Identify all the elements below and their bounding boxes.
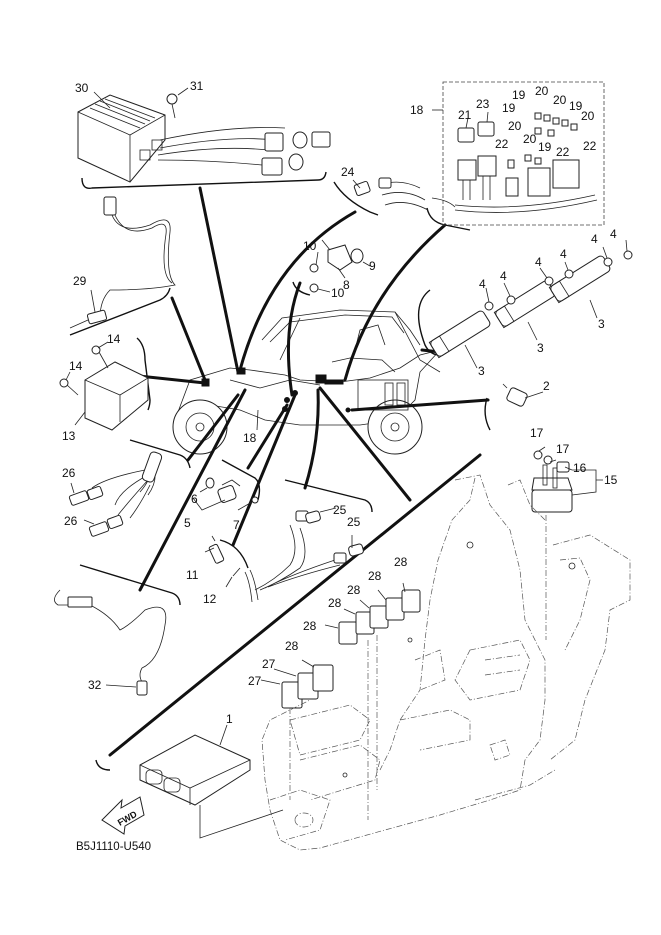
- callout-16: 16: [573, 461, 587, 475]
- callout-28: 28: [285, 639, 299, 653]
- part-12-gasket: [232, 567, 241, 577]
- callout-14: 14: [107, 332, 121, 346]
- callout-20: 20: [523, 132, 537, 146]
- callout-24: 24: [341, 165, 355, 179]
- callout-4: 4: [591, 232, 598, 246]
- callout-14: 14: [69, 359, 83, 373]
- part-25-connectors: [244, 510, 364, 603]
- part-10-bolts: [309, 263, 319, 293]
- callout-10: 10: [303, 239, 317, 253]
- part-16-connector: [556, 461, 570, 473]
- callout-12: 12: [203, 592, 217, 606]
- part-27-28-relays-bottom: [281, 635, 378, 820]
- callout-32: 32: [88, 678, 102, 692]
- rear-wheel: [367, 399, 423, 455]
- callout-26: 26: [64, 514, 78, 528]
- callout-20: 20: [535, 84, 549, 98]
- part-2-switch: [502, 383, 528, 407]
- callout-18: 18: [243, 431, 257, 445]
- callout-19: 19: [502, 101, 516, 115]
- callout-20: 20: [581, 109, 595, 123]
- part-13-relay-box: [84, 361, 149, 431]
- callout-25: 25: [333, 503, 347, 517]
- callout-26: 26: [62, 466, 76, 480]
- callout-13: 13: [62, 429, 76, 443]
- callout-22: 22: [495, 137, 509, 151]
- callout-4: 4: [535, 255, 542, 269]
- part-3-injectors: [428, 255, 611, 359]
- part-18-harness-detail: [431, 112, 598, 213]
- callout-labels: 30 31 24 18 21 23 19 20 20 19 19 20 20 2…: [62, 79, 618, 726]
- part-5-sensor-assembly: [205, 477, 241, 503]
- callout-4: 4: [479, 277, 486, 291]
- callout-10: 10: [331, 286, 345, 300]
- part-29-sensor: [69, 196, 176, 329]
- part-18-harness-box: [442, 81, 605, 226]
- part-8-sensor: [321, 239, 353, 271]
- part-17-bolts: [533, 450, 553, 465]
- callout-28: 28: [303, 619, 317, 633]
- part-1-ecu: [139, 734, 284, 839]
- callout-17: 17: [556, 442, 570, 456]
- callout-4: 4: [500, 269, 507, 283]
- part-26-connectors: [68, 451, 163, 537]
- part-30-control-unit: [77, 94, 331, 183]
- part-24-connector: [353, 177, 429, 211]
- part-15-rectifier: [531, 464, 573, 640]
- callout-19: 19: [512, 88, 526, 102]
- callout-6: 6: [191, 492, 198, 506]
- frame-tray: [261, 474, 631, 851]
- part-7-screw: [251, 496, 259, 504]
- callout-28: 28: [394, 555, 408, 569]
- callout-3: 3: [598, 317, 605, 331]
- callout-19: 19: [538, 140, 552, 154]
- callout-15: 15: [604, 473, 618, 487]
- callout-18: 18: [410, 103, 424, 117]
- callout-7: 7: [233, 518, 240, 532]
- callout-8: 8: [343, 278, 350, 292]
- callout-9: 9: [369, 259, 376, 273]
- callout-31: 31: [190, 79, 204, 93]
- callout-20: 20: [553, 93, 567, 107]
- drawing-code: B5J1110-U540: [76, 841, 151, 853]
- callout-3: 3: [537, 341, 544, 355]
- callout-1: 1: [226, 712, 233, 726]
- callout-11: 11: [186, 568, 199, 582]
- part-4-screws: [484, 250, 633, 311]
- part-11-sensor: [208, 535, 225, 564]
- callout-28: 28: [347, 583, 361, 597]
- part-6-o-ring: [205, 477, 215, 489]
- callout-4: 4: [560, 247, 567, 261]
- callout-4: 4: [610, 227, 617, 241]
- callout-23: 23: [476, 97, 490, 111]
- callout-3: 3: [478, 364, 485, 378]
- callout-22: 22: [583, 139, 597, 153]
- callout-17: 17: [530, 426, 544, 440]
- group-brackets: [69, 171, 491, 771]
- group-leaders: [108, 186, 490, 757]
- part-9-o-ring: [350, 248, 364, 264]
- callout-30: 30: [75, 81, 89, 95]
- callout-25: 25: [347, 515, 361, 529]
- part-28-relays-top: [338, 589, 421, 645]
- callout-29: 29: [73, 274, 87, 288]
- callout-21: 21: [458, 108, 472, 122]
- callout-28: 28: [328, 596, 342, 610]
- part-32-o2-sensor: [54, 589, 167, 696]
- part-31-screw: [166, 93, 178, 119]
- callout-20: 20: [508, 119, 522, 133]
- forward-direction-arrow: FWD: [101, 796, 145, 835]
- callout-19: 19: [569, 99, 583, 113]
- callout-27: 27: [248, 674, 262, 688]
- vehicle-overview: [172, 309, 442, 455]
- callout-5: 5: [184, 516, 191, 530]
- callout-2: 2: [543, 379, 550, 393]
- callout-leaders: [65, 87, 628, 746]
- callout-27: 27: [262, 657, 276, 671]
- callout-22: 22: [556, 145, 570, 159]
- callout-28: 28: [368, 569, 382, 583]
